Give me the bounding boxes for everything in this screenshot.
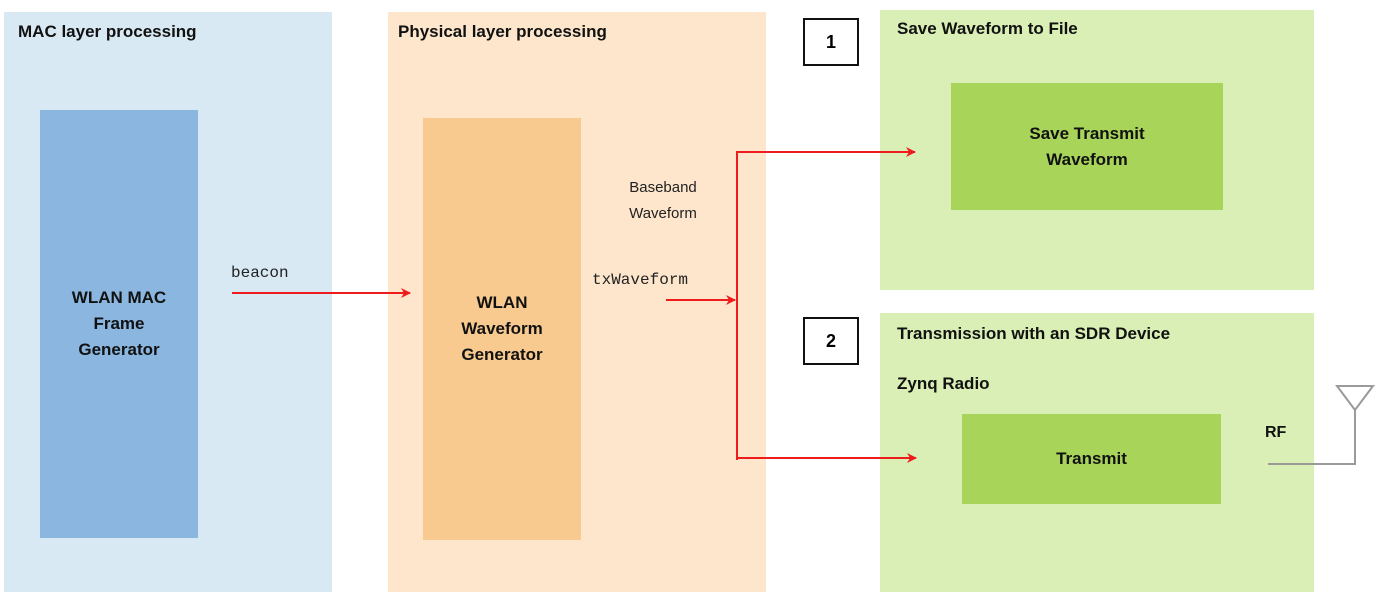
- save-branch-arrow: [736, 147, 916, 460]
- wlan-waveform-generator-block: WLAN Waveform Generator: [423, 118, 581, 540]
- physical-layer-title: Physical layer processing: [398, 22, 607, 41]
- option-1-box: 1: [803, 18, 859, 66]
- wlan-mac-frame-generator-block: WLAN MAC Frame Generator: [40, 110, 198, 538]
- txwaveform-signal-label: txWaveform: [592, 271, 689, 289]
- zynq-radio-title: Zynq Radio: [897, 374, 990, 393]
- save-transmit-waveform-label: Save Transmit Waveform: [1029, 123, 1145, 169]
- antenna-icon: [1268, 385, 1375, 465]
- save-waveform-title: Save Waveform to File: [897, 19, 1078, 38]
- wlan-waveform-generator-label: WLAN Waveform Generator: [461, 293, 543, 364]
- baseband-waveform-label: Baseband Waveform: [629, 179, 697, 222]
- rf-label: RF: [1265, 424, 1287, 441]
- transmit-branch-arrow: [736, 300, 917, 463]
- transmit-label: Transmit: [1056, 449, 1127, 468]
- wlan-mac-frame-generator-label: WLAN MAC Frame Generator: [71, 288, 167, 359]
- sdr-transmission-title: Transmission with an SDR Device: [897, 324, 1171, 343]
- option-2-box: 2: [803, 317, 859, 365]
- beacon-signal-label: beacon: [231, 264, 289, 282]
- mac-layer-title: MAC layer processing: [18, 22, 197, 41]
- save-transmit-waveform-block: Save Transmit Waveform: [951, 83, 1223, 210]
- transmit-block: Transmit: [962, 414, 1221, 504]
